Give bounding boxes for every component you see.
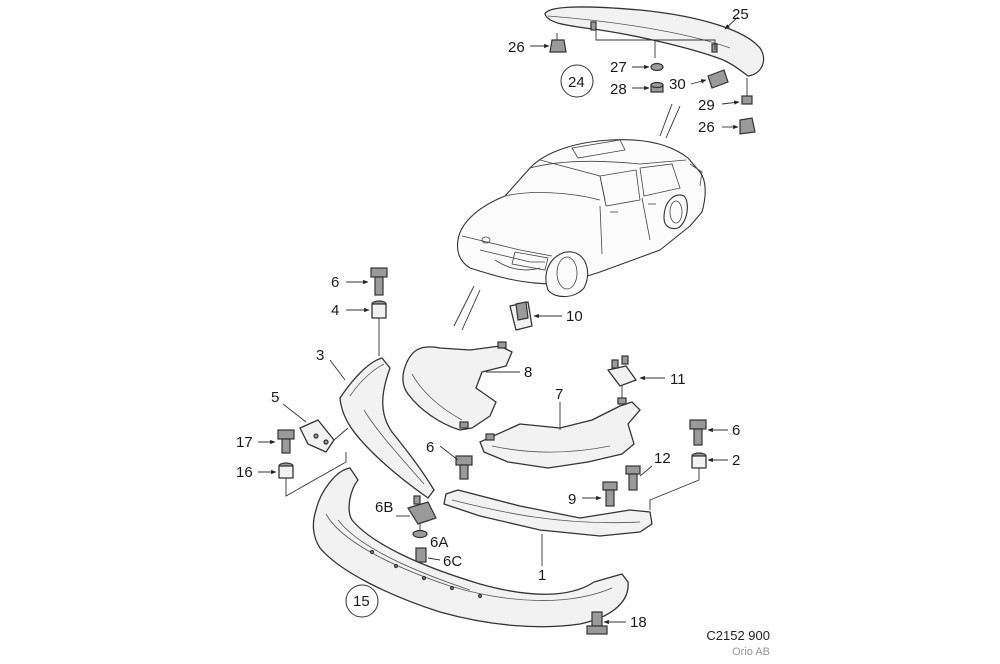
callout-circle-15 [345,584,379,618]
callout-9: 9 [568,491,576,508]
bolt-17 [277,429,295,454]
front-bumper-15 [312,467,629,628]
callout-6C: 6C [443,553,462,570]
callout-15: 15 [353,593,370,610]
bolt-6-right [689,419,707,446]
callout-16: 16 [236,464,253,481]
callout-circle-24 [560,64,594,98]
callout-27: 27 [610,59,627,76]
nut-28 [650,81,664,93]
callout-17: 17 [236,434,253,451]
nut-16 [278,462,294,479]
clip-26-right [739,117,756,135]
callout-4: 4 [331,302,339,319]
washer-6A [412,529,428,539]
callout-29: 29 [698,97,715,114]
callout-5: 5 [271,389,279,406]
callout-6-middle: 6 [426,439,434,456]
panel-8 [402,341,513,431]
callout-6-top: 6 [331,274,339,291]
bolt-6-top [370,267,388,296]
callout-8: 8 [524,364,532,381]
clip-26-left [549,33,567,53]
nut-2 [691,452,707,469]
callout-6A: 6A [430,534,448,551]
block-10 [509,301,533,331]
callout-3: 3 [316,347,324,364]
screw-29 [741,78,753,105]
callout-6-right: 6 [732,422,740,439]
bracket-30 [707,69,729,89]
callout-1: 1 [538,567,546,584]
spacer-4 [371,300,387,319]
bolt-9 [602,481,618,507]
diagram-brand: Orio AB [732,646,770,658]
callout-10: 10 [566,308,583,325]
bumper-trim-1 [443,489,653,537]
washer-27 [650,62,664,72]
side-bracket-3 [339,357,435,499]
screw-6C [415,547,427,563]
callout-25: 25 [732,6,749,23]
clip-11 [607,355,637,387]
callout-30: 30 [669,76,686,93]
callout-12: 12 [654,450,671,467]
car-illustration [456,139,706,298]
callout-24: 24 [568,74,585,91]
bracket-5 [299,419,335,453]
bracket-6B [407,495,437,525]
callout-26-right: 26 [698,119,715,136]
bolt-6-middle [455,455,473,480]
callout-2: 2 [732,452,740,469]
bolt-12 [625,465,641,491]
diagram-code: C2152 900 [706,628,770,643]
callout-7: 7 [555,386,563,403]
callout-18: 18 [630,614,647,631]
callout-28: 28 [610,81,627,98]
callout-6B: 6B [375,499,393,516]
callout-26-left: 26 [508,39,525,56]
rear-spoiler [544,6,765,77]
callout-11: 11 [670,371,686,388]
bolt-18 [586,611,608,635]
panel-7 [479,397,641,469]
